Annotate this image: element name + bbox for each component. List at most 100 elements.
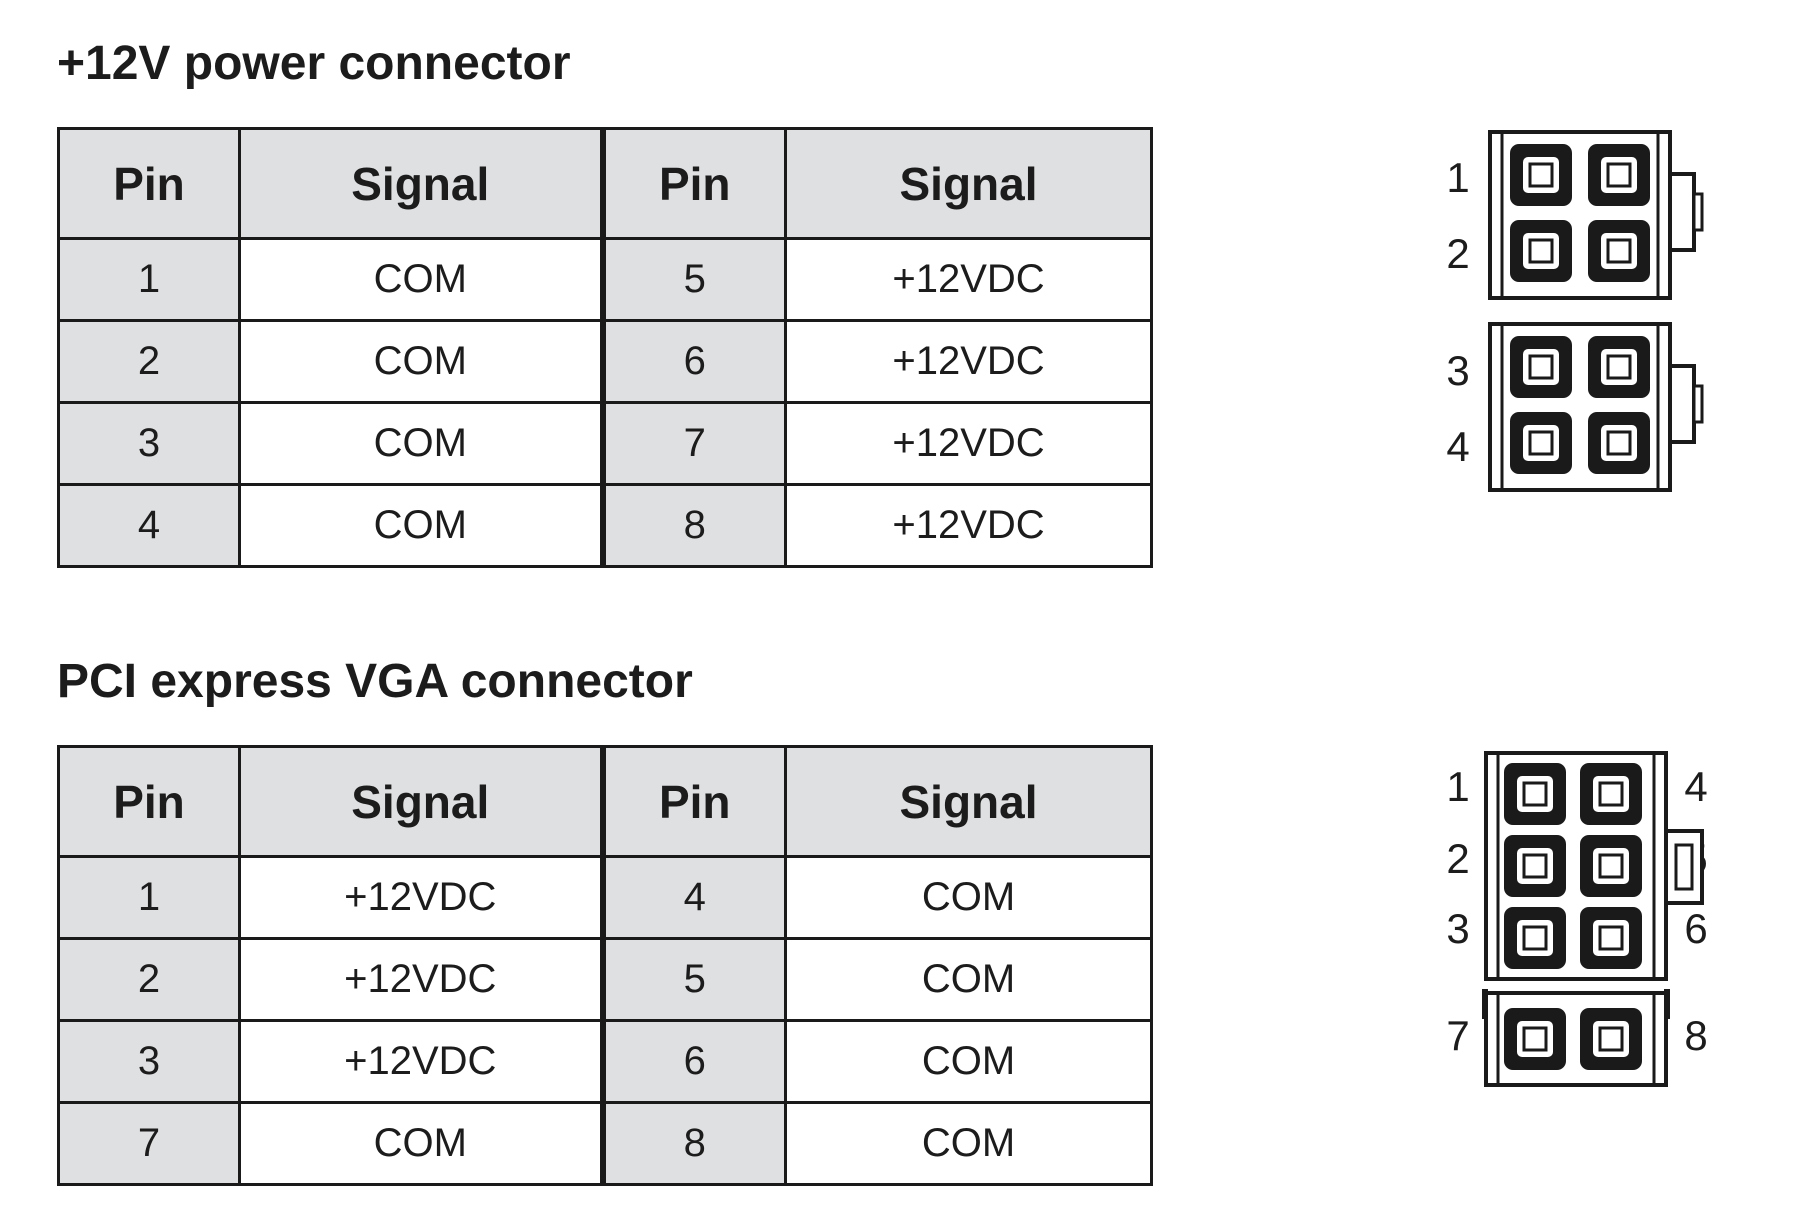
pin-contact-icon bbox=[1522, 853, 1548, 879]
pin-cell: 6 bbox=[599, 319, 787, 404]
pin-cell: 4 bbox=[599, 855, 787, 940]
signal-cell: +12VDC bbox=[784, 483, 1153, 568]
table-header-row: Pin Signal Pin Signal bbox=[57, 745, 1153, 858]
table-row: 3 +12VDC 6 COM bbox=[57, 1019, 1153, 1104]
pin-label: 8 bbox=[1684, 1012, 1707, 1059]
table-row: 2 +12VDC 5 COM bbox=[57, 937, 1153, 1022]
pin-cell: 6 bbox=[599, 1019, 787, 1104]
section-title-12v-power: +12V power connector bbox=[57, 37, 571, 90]
pin-cell: 5 bbox=[599, 237, 787, 322]
table-row: 4 COM 8 +12VDC bbox=[57, 483, 1153, 568]
signal-cell: COM bbox=[784, 855, 1153, 940]
pin-cell: 2 bbox=[57, 937, 241, 1022]
pinout-table-12v-power: Pin Signal Pin Signal 1 COM 5 +12VDC 2 C… bbox=[57, 127, 1153, 568]
table-row: 1 +12VDC 4 COM bbox=[57, 855, 1153, 940]
signal-cell: COM bbox=[784, 1101, 1153, 1186]
pin-contact-icon bbox=[1523, 349, 1559, 385]
pin-contact-icon bbox=[1598, 853, 1624, 879]
pin-contact-icon bbox=[1523, 233, 1559, 269]
pin-label: 6 bbox=[1684, 905, 1707, 952]
pin-label: 2 bbox=[1446, 230, 1469, 277]
pin-label: 3 bbox=[1446, 347, 1469, 394]
pin-contact-icon bbox=[1601, 349, 1637, 385]
table-row: 3 COM 7 +12VDC bbox=[57, 401, 1153, 486]
table-header-row: Pin Signal Pin Signal bbox=[57, 127, 1153, 240]
pin-contact-icon bbox=[1598, 781, 1624, 807]
pin-contact-icon bbox=[1601, 157, 1637, 193]
signal-cell: +12VDC bbox=[784, 237, 1153, 322]
pin-contact-icon bbox=[1517, 848, 1553, 884]
pin-cell: 7 bbox=[599, 401, 787, 486]
pin-cell: 1 bbox=[57, 237, 241, 322]
signal-cell: +12VDC bbox=[784, 401, 1153, 486]
connector-housing bbox=[1482, 751, 1704, 1087]
housing-edge bbox=[1664, 989, 1670, 1019]
header-signal: Signal bbox=[784, 127, 1153, 240]
connector-diagram-12v-power: 1 2 3 4 bbox=[1446, 130, 1704, 492]
pin-contact-icon bbox=[1598, 1026, 1624, 1052]
latch-icon bbox=[1692, 384, 1704, 424]
pin-contact-icon bbox=[1593, 848, 1629, 884]
header-signal: Signal bbox=[238, 127, 604, 240]
pin-contact-icon bbox=[1522, 1026, 1548, 1052]
signal-cell: COM bbox=[784, 1019, 1153, 1104]
table-row: 2 COM 6 +12VDC bbox=[57, 319, 1153, 404]
latch-icon bbox=[1674, 843, 1694, 891]
pin-cell: 8 bbox=[599, 1101, 787, 1186]
header-pin: Pin bbox=[57, 745, 241, 858]
pin-cell: 3 bbox=[57, 401, 241, 486]
pin-contact-icon bbox=[1522, 781, 1548, 807]
connector-diagram-pci-express-vga: 1 2 3 4 5 6 7 8 bbox=[1446, 751, 1708, 1087]
pin-label: 1 bbox=[1446, 763, 1469, 810]
pin-contact-icon bbox=[1517, 1021, 1553, 1057]
header-pin: Pin bbox=[599, 745, 787, 858]
pin-contact-icon bbox=[1528, 354, 1554, 380]
signal-cell: COM bbox=[238, 483, 604, 568]
latch-icon bbox=[1692, 192, 1704, 232]
table-row: 1 COM 5 +12VDC bbox=[57, 237, 1153, 322]
pin-label: 4 bbox=[1684, 763, 1707, 810]
header-pin: Pin bbox=[57, 127, 241, 240]
pin-contact-icon bbox=[1528, 238, 1554, 264]
pin-contact-icon bbox=[1601, 425, 1637, 461]
pin-contact-icon bbox=[1593, 776, 1629, 812]
pin-cell: 2 bbox=[57, 319, 241, 404]
pin-label: 3 bbox=[1446, 905, 1469, 952]
latch-icon bbox=[1668, 364, 1696, 444]
pin-contact-icon bbox=[1593, 1021, 1629, 1057]
pin-contact-icon bbox=[1606, 238, 1632, 264]
pin-contact-icon bbox=[1517, 776, 1553, 812]
pin-contact-icon bbox=[1606, 354, 1632, 380]
pin-contact-icon bbox=[1522, 925, 1548, 951]
signal-cell: +12VDC bbox=[238, 937, 604, 1022]
header-signal: Signal bbox=[784, 745, 1153, 858]
pin-contact-icon bbox=[1601, 233, 1637, 269]
pin-contact-icon bbox=[1523, 157, 1559, 193]
signal-cell: COM bbox=[238, 401, 604, 486]
pin-contact-icon bbox=[1523, 425, 1559, 461]
pin-cell: 7 bbox=[57, 1101, 241, 1186]
pin-contact-icon bbox=[1606, 162, 1632, 188]
pin-cell: 8 bbox=[599, 483, 787, 568]
latch-icon bbox=[1668, 172, 1696, 252]
signal-cell: COM bbox=[238, 237, 604, 322]
pin-contact-icon bbox=[1598, 925, 1624, 951]
header-pin: Pin bbox=[599, 127, 787, 240]
pinout-table-pci-express-vga: Pin Signal Pin Signal 1 +12VDC 4 COM 2 +… bbox=[57, 745, 1153, 1186]
table-row: 7 COM 8 COM bbox=[57, 1101, 1153, 1186]
signal-cell: +12VDC bbox=[238, 1019, 604, 1104]
section-title-pci-express-vga: PCI express VGA connector bbox=[57, 655, 693, 708]
signal-cell: COM bbox=[784, 937, 1153, 1022]
pin-contact-icon bbox=[1606, 430, 1632, 456]
pin-cell: 3 bbox=[57, 1019, 241, 1104]
housing-edge bbox=[1482, 989, 1488, 1019]
signal-cell: COM bbox=[238, 319, 604, 404]
header-signal: Signal bbox=[238, 745, 604, 858]
signal-cell: +12VDC bbox=[238, 855, 604, 940]
signal-cell: COM bbox=[238, 1101, 604, 1186]
connector-housing bbox=[1488, 130, 1704, 492]
pin-contact-icon bbox=[1593, 920, 1629, 956]
pin-label: 4 bbox=[1446, 423, 1469, 470]
pin-label: 7 bbox=[1446, 1012, 1469, 1059]
pin-contact-icon bbox=[1528, 430, 1554, 456]
